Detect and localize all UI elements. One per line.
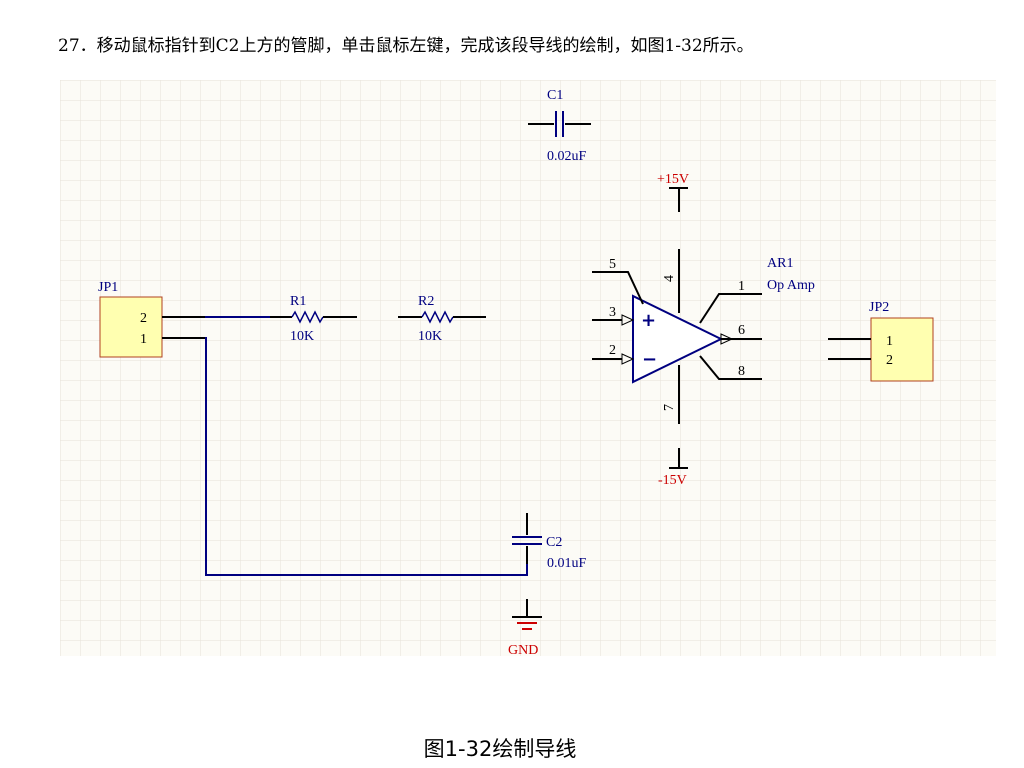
wire-jp1-c2[interactable]: [205, 337, 528, 576]
r2-designator: R2: [418, 294, 434, 309]
ar1-plus-symbol: +: [641, 310, 656, 331]
ar1-minus-symbol: −: [642, 349, 657, 370]
neg-supply-label: -15V: [658, 473, 687, 488]
jp1-designator: JP1: [98, 280, 118, 295]
jp2-designator: JP2: [869, 300, 889, 315]
r2-value: 10K: [418, 329, 442, 344]
ar1-pin-8[interactable]: [699, 355, 762, 380]
ar1-pin-1[interactable]: [699, 293, 762, 324]
r1-resistor[interactable]: R1 10K: [270, 294, 357, 344]
figure-caption: 图1-32绘制导线: [423, 737, 577, 761]
r1-designator: R1: [290, 294, 306, 309]
jp1-pin-1-label: 1: [140, 332, 147, 347]
ar1-op-amp[interactable]: + − 5 4 3 2 1 6 8 7 AR1 Op Amp: [592, 249, 815, 424]
pos-supply-port[interactable]: +15V: [657, 172, 689, 212]
ar1-designator: AR1: [767, 256, 793, 271]
neg-supply-port[interactable]: -15V: [658, 448, 688, 488]
c1-designator: C1: [547, 88, 563, 103]
ar1-pin-4-label: 4: [662, 275, 677, 282]
jp1-connector[interactable]: JP1 2 1: [98, 280, 205, 358]
ar1-comment: Op Amp: [767, 278, 815, 293]
step-instruction: 27．移动鼠标指针到C2上方的管脚，单击鼠标左键，完成该段导线的绘制，如图1-3…: [58, 36, 754, 56]
c2-capacitor[interactable]: C2 0.01uF: [512, 513, 587, 571]
pos-supply-label: +15V: [657, 172, 689, 187]
ar1-pin-7-label: 7: [662, 404, 677, 411]
schematic-canvas: JP1 2 1 R1 10K R2 10K C1 0.02uF: [60, 80, 996, 656]
c1-value: 0.02uF: [547, 149, 587, 164]
ar1-pin-8-label: 8: [738, 364, 745, 379]
jp2-connector[interactable]: JP2 1 2: [828, 300, 934, 382]
r2-resistor[interactable]: R2 10K: [398, 294, 486, 344]
ar1-pin-3-label: 3: [609, 305, 616, 320]
r1-value: 10K: [290, 329, 314, 344]
ar1-pin-6-label: 6: [738, 323, 745, 338]
ar1-pin-2-label: 2: [609, 343, 616, 358]
ground-label: GND: [508, 643, 538, 656]
ar1-pin-1-label: 1: [738, 279, 745, 294]
jp1-pin-2-label: 2: [140, 311, 147, 326]
c2-value: 0.01uF: [547, 556, 587, 571]
jp2-pin-1-label: 1: [886, 334, 893, 349]
ar1-pin-5-label: 5: [609, 257, 616, 272]
c2-designator: C2: [546, 535, 562, 550]
c1-capacitor[interactable]: C1 0.02uF: [528, 88, 591, 164]
ar1-pin-5[interactable]: [592, 271, 644, 305]
ground-port[interactable]: GND: [508, 599, 542, 656]
jp2-pin-2-label: 2: [886, 353, 893, 368]
